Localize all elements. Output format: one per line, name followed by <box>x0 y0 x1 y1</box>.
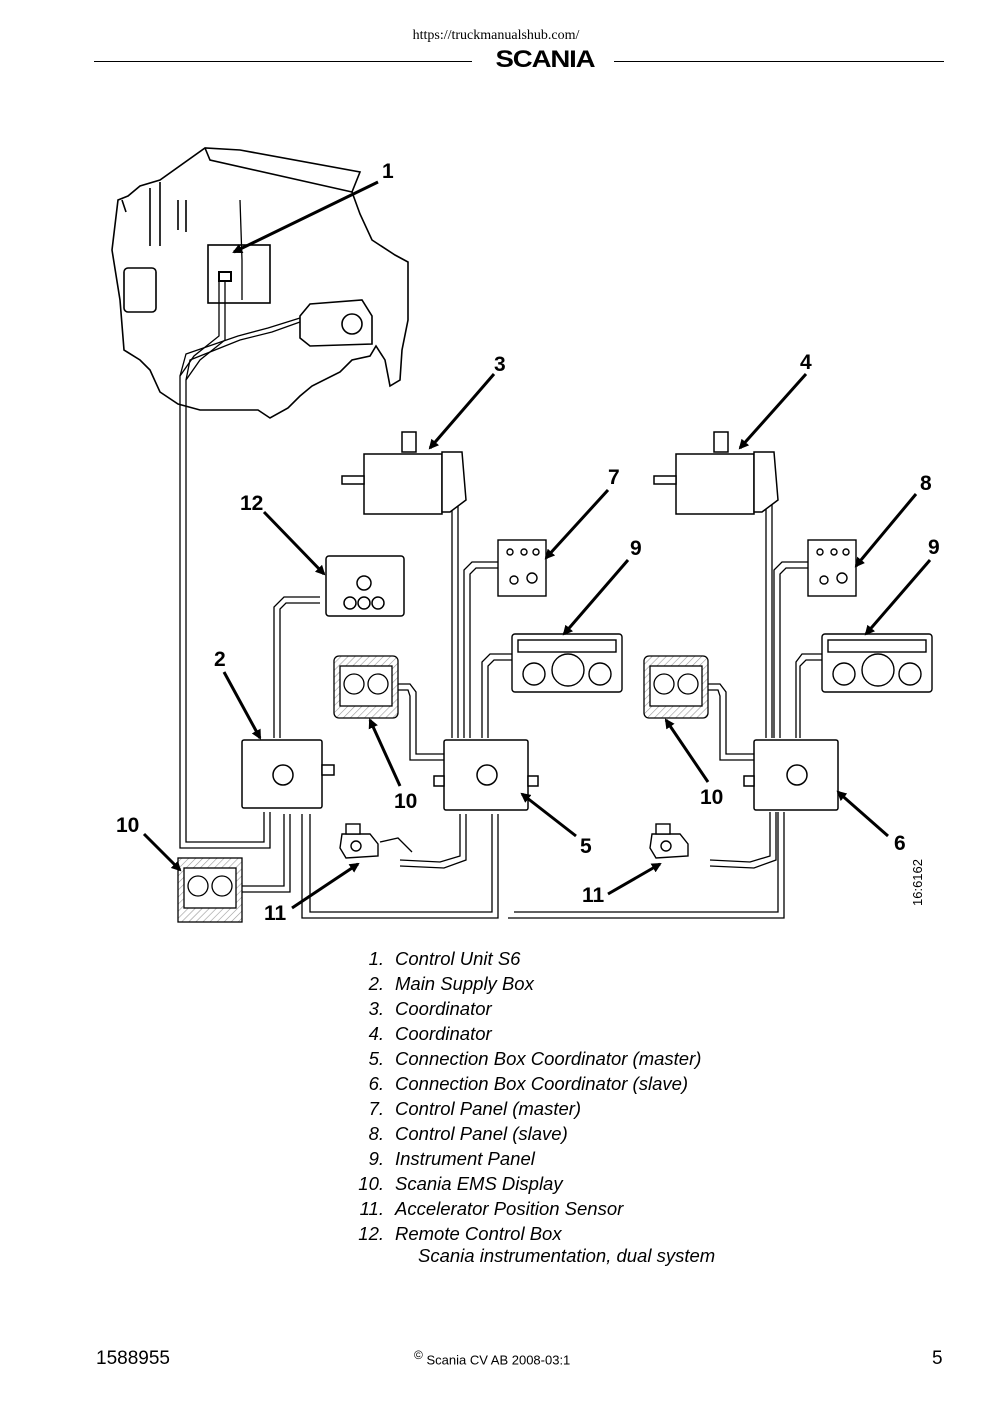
legend-item: 1.Control Unit S6 <box>368 948 521 969</box>
callout-10b: 10 <box>700 786 723 809</box>
legend-item: 4.Coordinator <box>368 1023 492 1044</box>
accelerator-sensor-master <box>339 823 379 859</box>
ems-display-left <box>177 857 243 923</box>
ems-display-slave <box>643 655 709 719</box>
legend-item: 6.Connection Box Coordinator (slave) <box>368 1073 689 1094</box>
callout-7: 7 <box>608 466 620 489</box>
callout-6: 6 <box>894 832 906 855</box>
copyright-symbol: © <box>414 1348 423 1362</box>
legend-item: 3.Coordinator <box>368 998 492 1019</box>
figure-caption: Scania instrumentation, dual system <box>418 1245 716 1266</box>
system-diagram: 1 2 3 4 5 6 7 8 9 9 10 10 10 11 11 12 16… <box>111 147 940 925</box>
callout-3: 3 <box>494 353 506 376</box>
control-panel-slave <box>807 539 857 597</box>
callout-2: 2 <box>214 648 226 671</box>
figure-code: 16:6162 <box>910 859 925 906</box>
accelerator-sensor-slave <box>649 823 689 859</box>
legend-item: 8.Control Panel (slave) <box>368 1123 568 1144</box>
header-rule-right <box>614 61 944 62</box>
copyright: © Scania CV AB 2008-03:1 <box>414 1348 570 1367</box>
callout-5: 5 <box>580 835 592 858</box>
scania-logo: SCANIA <box>495 46 596 73</box>
ems-display-master <box>333 655 399 719</box>
connection-box-master <box>433 739 539 811</box>
legend-item: 5.Connection Box Coordinator (master) <box>368 1048 702 1069</box>
callout-labels: 1 2 3 4 5 6 7 8 9 9 10 10 10 11 11 12 <box>116 160 940 925</box>
control-panel-master <box>497 539 547 597</box>
callout-10a: 10 <box>394 790 417 813</box>
main-supply-box <box>241 739 335 809</box>
engine <box>111 147 409 419</box>
legend-item: 7.Control Panel (master) <box>368 1098 582 1119</box>
legend: 1.Control Unit S6 2.Main Supply Box 3.Co… <box>340 946 701 1246</box>
instrument-panel-master <box>511 633 623 693</box>
callout-4: 4 <box>800 351 812 374</box>
coordinator-master <box>341 431 467 515</box>
instrument-panel-slave <box>821 633 933 693</box>
page-number: 5 <box>932 1348 943 1369</box>
legend-item: 10.Scania EMS Display <box>358 1173 563 1194</box>
callout-11b: 11 <box>582 884 605 907</box>
source-url[interactable]: https://truckmanualshub.com/ <box>412 28 580 43</box>
callout-9b: 9 <box>928 536 940 559</box>
callout-1: 1 <box>382 160 394 183</box>
coordinator-slave <box>653 431 779 515</box>
header-rule-left <box>94 61 472 62</box>
callout-11a: 11 <box>264 902 287 925</box>
legend-item: 2.Main Supply Box <box>368 973 534 994</box>
callout-9a: 9 <box>630 537 642 560</box>
connection-box-slave <box>743 739 839 811</box>
legend-item: 12.Remote Control Box <box>358 1223 562 1244</box>
copyright-text: Scania CV AB 2008-03:1 <box>426 1352 571 1368</box>
callout-10c: 10 <box>116 814 139 837</box>
legend-item: 11.Accelerator Position Sensor <box>359 1198 624 1219</box>
callout-12: 12 <box>240 492 263 515</box>
doc-number: 1588955 <box>96 1348 170 1369</box>
remote-control-box <box>325 555 405 617</box>
legend-item: 9.Instrument Panel <box>368 1148 535 1169</box>
callout-8: 8 <box>920 472 932 495</box>
